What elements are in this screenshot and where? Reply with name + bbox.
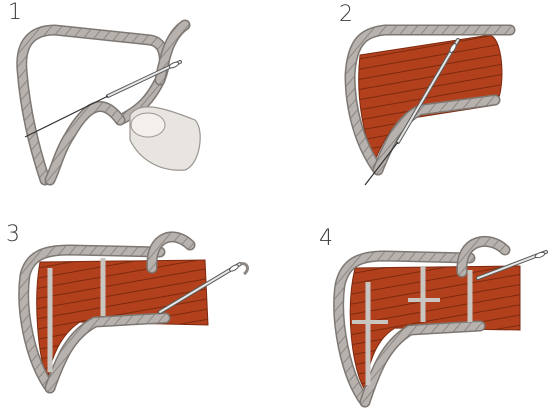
- needle-icon: [108, 61, 180, 96]
- thread: [240, 264, 247, 274]
- step-4-illustration: [339, 241, 546, 402]
- step-1-illustration: [22, 25, 200, 180]
- step-3-illustration: [24, 237, 248, 388]
- step-2-illustration: [350, 30, 510, 185]
